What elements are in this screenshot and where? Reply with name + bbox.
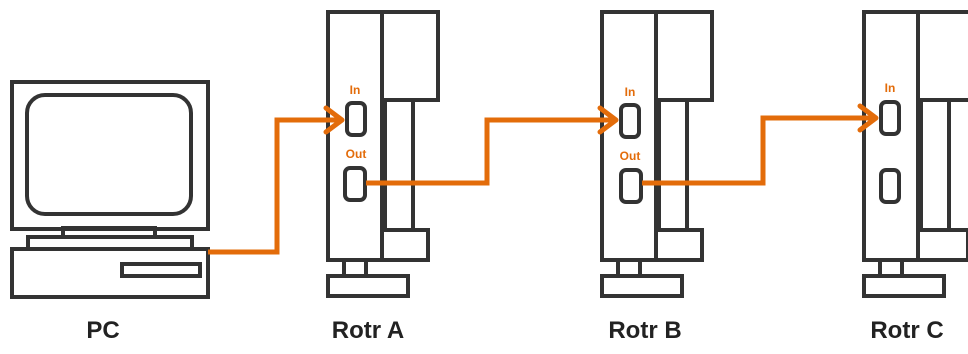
pc-monitor [10, 80, 210, 239]
pc-base [10, 235, 210, 299]
rotor-c-device [862, 10, 968, 298]
rotor-c-port-2 [879, 168, 901, 204]
rotor-a-device [326, 10, 440, 298]
pc-label: PC [86, 317, 119, 344]
rotor-a-in-port [345, 101, 367, 137]
cable-rotor-b-to-rotor-c [642, 103, 879, 186]
rotor-b-in-port [619, 103, 641, 139]
rotor-a-label: Rotr A [332, 317, 404, 344]
rotor-b-device [600, 10, 714, 298]
cable-pc-to-rotor-a [208, 105, 345, 255]
rotor-a-out-label: Out [346, 147, 367, 161]
rotor-c-in-label: In [885, 81, 896, 95]
rotor-a-out-port [343, 166, 367, 202]
rotor-b-out-label: Out [620, 149, 641, 163]
rotor-b-out-port [619, 168, 643, 204]
cable-rotor-a-to-rotor-b [366, 105, 619, 186]
rotor-b-in-label: In [625, 85, 636, 99]
rotor-a-in-label: In [350, 83, 361, 97]
pc-icon [10, 80, 210, 299]
rotor-b-label: Rotr B [608, 317, 681, 344]
rotor-c-label: Rotr C [870, 317, 943, 344]
rotor-c-in-port [879, 100, 901, 136]
